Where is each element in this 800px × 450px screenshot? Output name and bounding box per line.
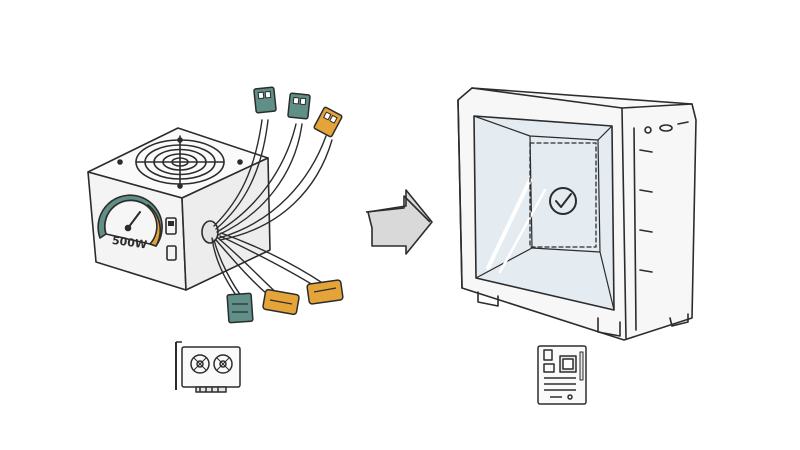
connector-teal-2	[287, 92, 311, 120]
checkmark-icon	[549, 187, 577, 215]
right-arrow-icon	[365, 189, 433, 255]
psu-fan	[117, 135, 243, 189]
motherboard-placement	[529, 142, 597, 248]
power-socket	[166, 245, 177, 261]
pc-case-icon	[457, 87, 697, 341]
graphics-card-icon	[175, 341, 241, 393]
wattage-gauge	[97, 194, 163, 247]
power-supply-icon	[87, 127, 271, 291]
psu-wattage-label: 500W	[111, 234, 148, 252]
connector-orange-top	[313, 106, 343, 138]
connector-orange-bottom-2	[306, 279, 344, 305]
connector-orange-bottom-1	[262, 288, 300, 316]
motherboard-icon	[537, 345, 587, 405]
connector-teal-bottom	[226, 292, 254, 324]
connector-teal-1	[253, 86, 277, 114]
glass-side-panel	[473, 115, 615, 311]
